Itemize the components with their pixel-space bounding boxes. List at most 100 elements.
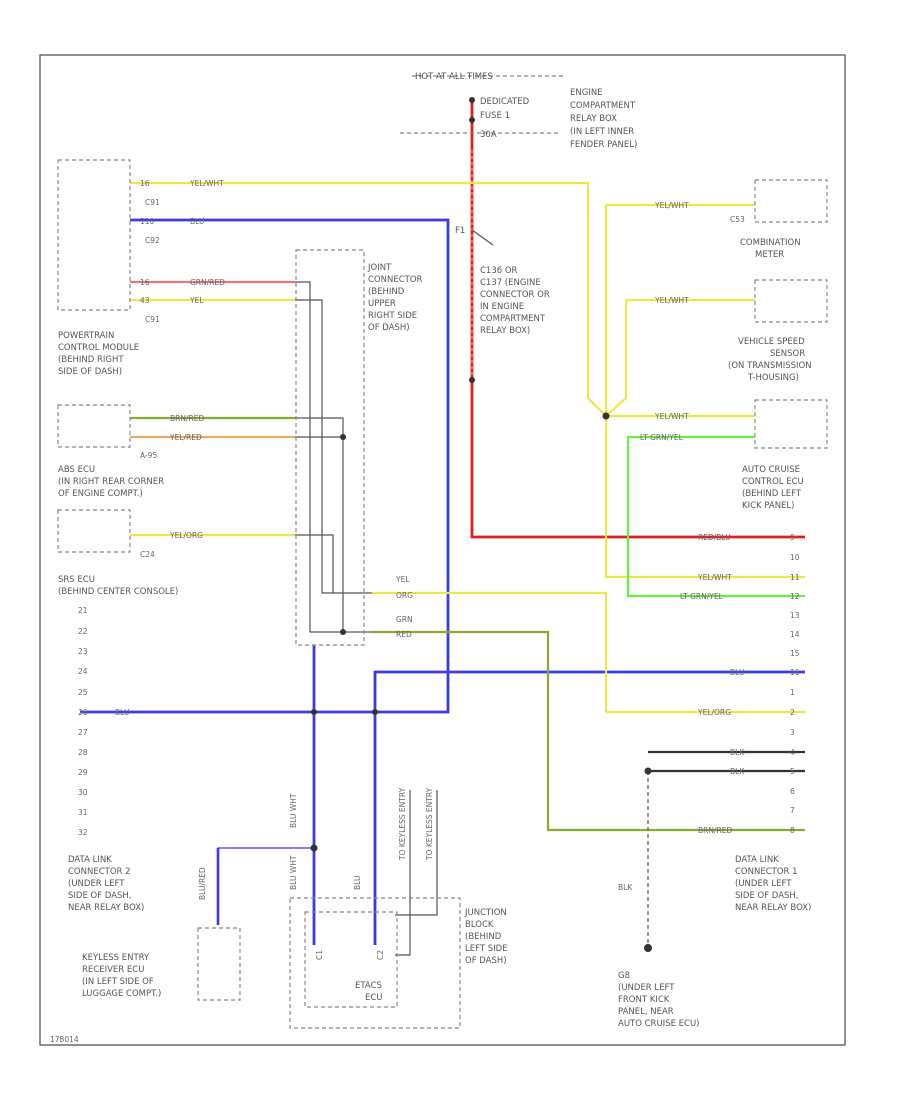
fuse-node-bottom — [469, 117, 475, 123]
diagram-border — [39, 54, 846, 1046]
svg-text:IN ENGINE: IN ENGINE — [480, 302, 524, 312]
svg-text:28: 28 — [78, 748, 88, 757]
wire-label-yel-stack: YEL — [395, 575, 410, 584]
pcm-label: POWERTRAIN CONTROL MODULE (BEHIND RIGHT … — [58, 331, 139, 377]
svg-text:(UNDER LEFT: (UNDER LEFT — [618, 983, 675, 993]
pcm-box — [57, 159, 131, 311]
dlc2-label: DATA LINK CONNECTOR 2 (UNDER LEFT SIDE O… — [68, 855, 144, 913]
wire-label-grn-stack: GRN — [396, 615, 413, 624]
svg-text:AUTO CRUISE ECU): AUTO CRUISE ECU) — [618, 1019, 700, 1029]
vss-box — [754, 279, 828, 323]
keyless-label: KEYLESS ENTRY RECEIVER ECU (IN LEFT SIDE… — [82, 953, 161, 999]
svg-text:RIGHT SIDE: RIGHT SIDE — [368, 311, 417, 321]
etacs-box — [304, 911, 398, 1008]
meter-label: COMBINATION METER — [740, 238, 801, 260]
hot-label: HOT AT ALL TIMES — [415, 72, 493, 82]
wire-label-org-stack: ORG — [396, 591, 413, 600]
wire-grn-red-dlc1 — [372, 630, 805, 832]
joint-node-1 — [340, 434, 346, 440]
svg-text:10: 10 — [790, 553, 800, 562]
svg-text:C2: C2 — [376, 950, 385, 960]
wire-label-blk-ground: BLK — [618, 883, 633, 892]
svg-text:2: 2 — [790, 708, 795, 717]
dlc1-label: DATA LINK CONNECTOR 1 (UNDER LEFT SIDE O… — [735, 855, 811, 913]
connector-abs: A-95 — [140, 451, 157, 460]
footer-code: 178014 — [50, 1035, 79, 1044]
svg-text:FRONT KICK: FRONT KICK — [618, 995, 670, 1005]
connector-c91b: C91 — [145, 315, 160, 324]
wire-blu-red-keyless — [217, 847, 314, 925]
splice-blu-1 — [311, 709, 317, 715]
wire-label-blu: BLU — [190, 217, 204, 226]
svg-text:KEYLESS ENTRY: KEYLESS ENTRY — [82, 953, 150, 963]
abs-label: ABS ECU (IN RIGHT REAR CORNER OF ENGINE … — [58, 465, 164, 499]
srs-label: SRS ECU (BEHIND CENTER CONSOLE) — [58, 575, 178, 597]
ground-label: G8 (UNDER LEFT FRONT KICK PANEL, NEAR AU… — [618, 971, 700, 1029]
fuse-node-top — [469, 97, 475, 103]
svg-text:(IN RIGHT REAR CORNER: (IN RIGHT REAR CORNER — [58, 477, 164, 487]
splice-yel-wht — [602, 412, 610, 420]
svg-text:AUTO CRUISE: AUTO CRUISE — [742, 465, 800, 475]
svg-text:UPPER: UPPER — [368, 299, 396, 309]
wire-label-brn-red: BRN/RED — [170, 414, 204, 423]
wire-gray-1 — [295, 281, 343, 633]
svg-text:CONTROL ECU: CONTROL ECU — [742, 477, 804, 487]
svg-text:27: 27 — [78, 728, 88, 737]
svg-text:OF DASH): OF DASH) — [368, 323, 410, 333]
svg-text:RELAY BOX: RELAY BOX — [570, 114, 617, 124]
meter-box — [754, 179, 828, 223]
svg-text:OF ENGINE COMPT.): OF ENGINE COMPT.) — [58, 489, 143, 499]
wire-blu-dlc1 — [373, 670, 805, 945]
relay-switch — [471, 229, 494, 246]
svg-text:C137 (ENGINE: C137 (ENGINE — [480, 278, 541, 288]
splice-blu-2 — [372, 709, 378, 715]
c136-label: C136 OR C137 (ENGINE CONNECTOR OR IN ENG… — [480, 266, 550, 336]
svg-text:13: 13 — [790, 611, 800, 620]
svg-text:(BEHIND LEFT: (BEHIND LEFT — [742, 489, 802, 499]
wire-red-blu — [470, 100, 805, 539]
wire-yel-wht-pcm — [130, 181, 607, 417]
wire-label-keyless-1: TO KEYLESS ENTRY — [398, 787, 407, 861]
svg-text:SIDE OF DASH): SIDE OF DASH) — [58, 367, 122, 377]
wire-gray-5 — [295, 534, 334, 593]
etacs-pins: C1 C2 — [315, 950, 385, 960]
wire-label-blu-dlc1-v: BLU — [353, 876, 362, 890]
svg-text:29: 29 — [78, 768, 88, 777]
svg-text:25: 25 — [78, 688, 88, 697]
svg-text:(UNDER LEFT: (UNDER LEFT — [735, 879, 792, 889]
svg-text:110: 110 — [140, 217, 155, 226]
svg-text:ENGINE: ENGINE — [570, 88, 603, 98]
svg-text:16: 16 — [790, 668, 800, 677]
wire-gray-3 — [295, 417, 344, 632]
wire-label-yel-wht: YEL/WHT — [189, 179, 224, 188]
svg-text:22: 22 — [78, 627, 88, 636]
svg-text:CONNECTOR 1: CONNECTOR 1 — [735, 867, 798, 877]
splice-blk — [644, 767, 652, 775]
wire-label-blk-2: BLK — [730, 767, 745, 776]
svg-text:SENSOR: SENSOR — [770, 349, 805, 359]
svg-text:(IN LEFT SIDE OF: (IN LEFT SIDE OF — [82, 977, 154, 987]
svg-text:SIDE OF DASH,: SIDE OF DASH, — [735, 891, 799, 901]
connector-c92: C92 — [145, 236, 160, 245]
connector-srs: C24 — [140, 550, 155, 559]
svg-text:COMBINATION: COMBINATION — [740, 238, 801, 248]
svg-text:OF DASH): OF DASH) — [465, 956, 507, 966]
svg-text:BLOCK: BLOCK — [465, 920, 494, 930]
svg-text:(BEHIND CENTER CONSOLE): (BEHIND CENTER CONSOLE) — [58, 587, 178, 597]
wire-yel-org-dlc1 — [372, 591, 805, 714]
junction-block-box — [289, 897, 461, 1029]
svg-text:(IN LEFT INNER: (IN LEFT INNER — [570, 127, 634, 137]
svg-text:32: 32 — [78, 828, 88, 837]
svg-text:CONNECTOR 2: CONNECTOR 2 — [68, 867, 131, 877]
joint-node-2 — [340, 629, 346, 635]
svg-text:RECEIVER ECU: RECEIVER ECU — [82, 965, 144, 975]
wire-label-yel-org: YEL/ORG — [169, 531, 203, 540]
svg-text:C136 OR: C136 OR — [480, 266, 518, 276]
wire-label-keyless-2: TO KEYLESS ENTRY — [425, 787, 434, 861]
svg-text:11: 11 — [790, 573, 800, 582]
svg-text:DATA LINK: DATA LINK — [735, 855, 779, 865]
svg-text:KICK PANEL): KICK PANEL) — [742, 501, 794, 511]
svg-text:SRS ECU: SRS ECU — [58, 575, 95, 585]
svg-text:3: 3 — [790, 728, 795, 737]
